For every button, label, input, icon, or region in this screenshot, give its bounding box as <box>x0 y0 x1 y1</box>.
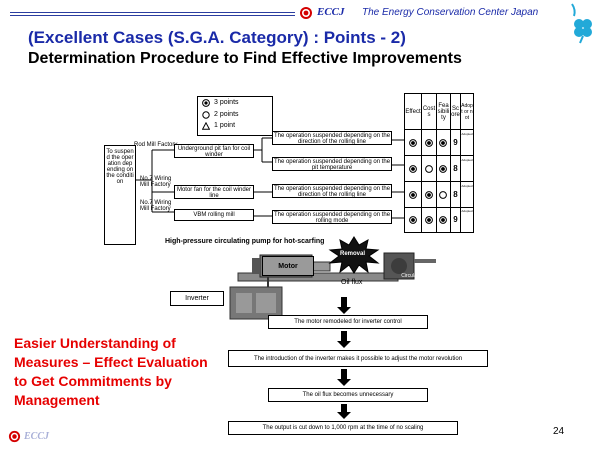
footer-logo-icon <box>8 430 21 443</box>
pump-title: High-pressure circulating pump for hot-s… <box>165 238 325 245</box>
page-title: (Excellent Cases (S.G.A. Category) : Poi… <box>28 28 406 47</box>
flow-step-3: The oil flux becomes unnecessary <box>268 388 428 402</box>
adopt-value: Adopted <box>461 209 473 213</box>
circle-icon <box>202 111 210 119</box>
adopt-value: Adopted <box>461 184 473 188</box>
equipment-pit-fan: Underground pit fan for coil winder <box>174 144 254 158</box>
operation-box-3: The operation suspended depending on the… <box>272 184 392 198</box>
factory-wiring-1: No.7 Wiring Mill Factory <box>140 176 172 188</box>
equipment-motor-fan: Motor fan for the coil winder line <box>174 185 254 199</box>
clover-logo-icon <box>564 2 598 44</box>
suspend-condition-box: To suspend the operation depending on th… <box>104 145 136 245</box>
page-number: 24 <box>553 426 565 437</box>
legend-label: 2 points <box>214 111 239 118</box>
table-marks <box>409 139 447 224</box>
footer-logo-text: ECCJ <box>24 431 50 442</box>
legend-label: 3 points <box>214 99 239 106</box>
table-row <box>405 156 473 182</box>
score-value: 8 <box>453 164 458 173</box>
removal-label: Removal <box>340 251 366 257</box>
callout-text: Easier Understanding of Measures – Effec… <box>14 335 208 408</box>
removal-burst <box>328 236 380 274</box>
oil-flux-label: Oil flux <box>341 279 363 286</box>
operation-box-1: The operation suspended depending on the… <box>272 131 392 145</box>
factory-rod-mill: Rod Mill Factory <box>134 142 178 148</box>
adopt-value: Adopted <box>461 132 473 136</box>
double-circle-icon <box>202 99 210 107</box>
score-value: 9 <box>453 138 458 147</box>
table-header: Score <box>451 94 461 130</box>
motor-label: Motor <box>262 256 314 276</box>
table-header: Effect <box>405 94 422 130</box>
header-org-name: The Energy Conservation Center Japan <box>362 7 539 18</box>
header-logo-icon <box>299 6 313 20</box>
legend-label: 1 point <box>214 122 236 129</box>
header-line-lower <box>10 15 295 16</box>
table-gridline <box>450 130 451 232</box>
score-value: 9 <box>453 215 458 224</box>
page-subtitle: Determination Procedure to Find Effectiv… <box>28 50 462 67</box>
score-value: 8 <box>453 190 458 199</box>
header-line <box>10 12 295 13</box>
operation-box-2: The operation suspended depending on the… <box>272 157 392 171</box>
inverter-label: Inverter <box>170 291 224 306</box>
adopt-value: Adopted <box>461 158 473 162</box>
table-row <box>405 182 473 208</box>
legend-3-points: 3 points <box>202 99 239 107</box>
table-row <box>405 130 473 156</box>
table-header: Costs <box>422 94 437 130</box>
score-table: Effect Costs Feasibility Score Adopt or … <box>404 93 474 233</box>
legend-2-points: 2 points <box>202 111 239 119</box>
flow-step-4: The output is cut down to 1,000 rpm at t… <box>228 421 458 435</box>
table-gridline <box>460 130 461 232</box>
flow-step-1: The motor remodeled for inverter control <box>268 315 428 329</box>
operation-box-4: The operation suspended depending on the… <box>272 210 392 224</box>
table-gridline <box>436 130 437 232</box>
table-header: Adopt or not <box>461 94 473 130</box>
header-bar: ECCJ The Energy Conservation Center Japa… <box>10 6 550 20</box>
factory-wiring-2: No.7 Wiring Mill Factory <box>140 200 172 212</box>
triangle-icon <box>202 122 210 130</box>
footer-logo: ECCJ <box>8 430 49 443</box>
equipment-vbm-mill: VBM rolling mill <box>174 209 254 221</box>
table-gridline <box>421 130 422 232</box>
flow-step-2: The introduction of the inverter makes i… <box>228 350 488 367</box>
legend-1-point: 1 point <box>202 122 235 130</box>
header-logo-text: ECCJ <box>317 6 345 18</box>
pump-label: Circulating pump <box>401 273 425 285</box>
table-header: Feasibility <box>437 94 451 130</box>
